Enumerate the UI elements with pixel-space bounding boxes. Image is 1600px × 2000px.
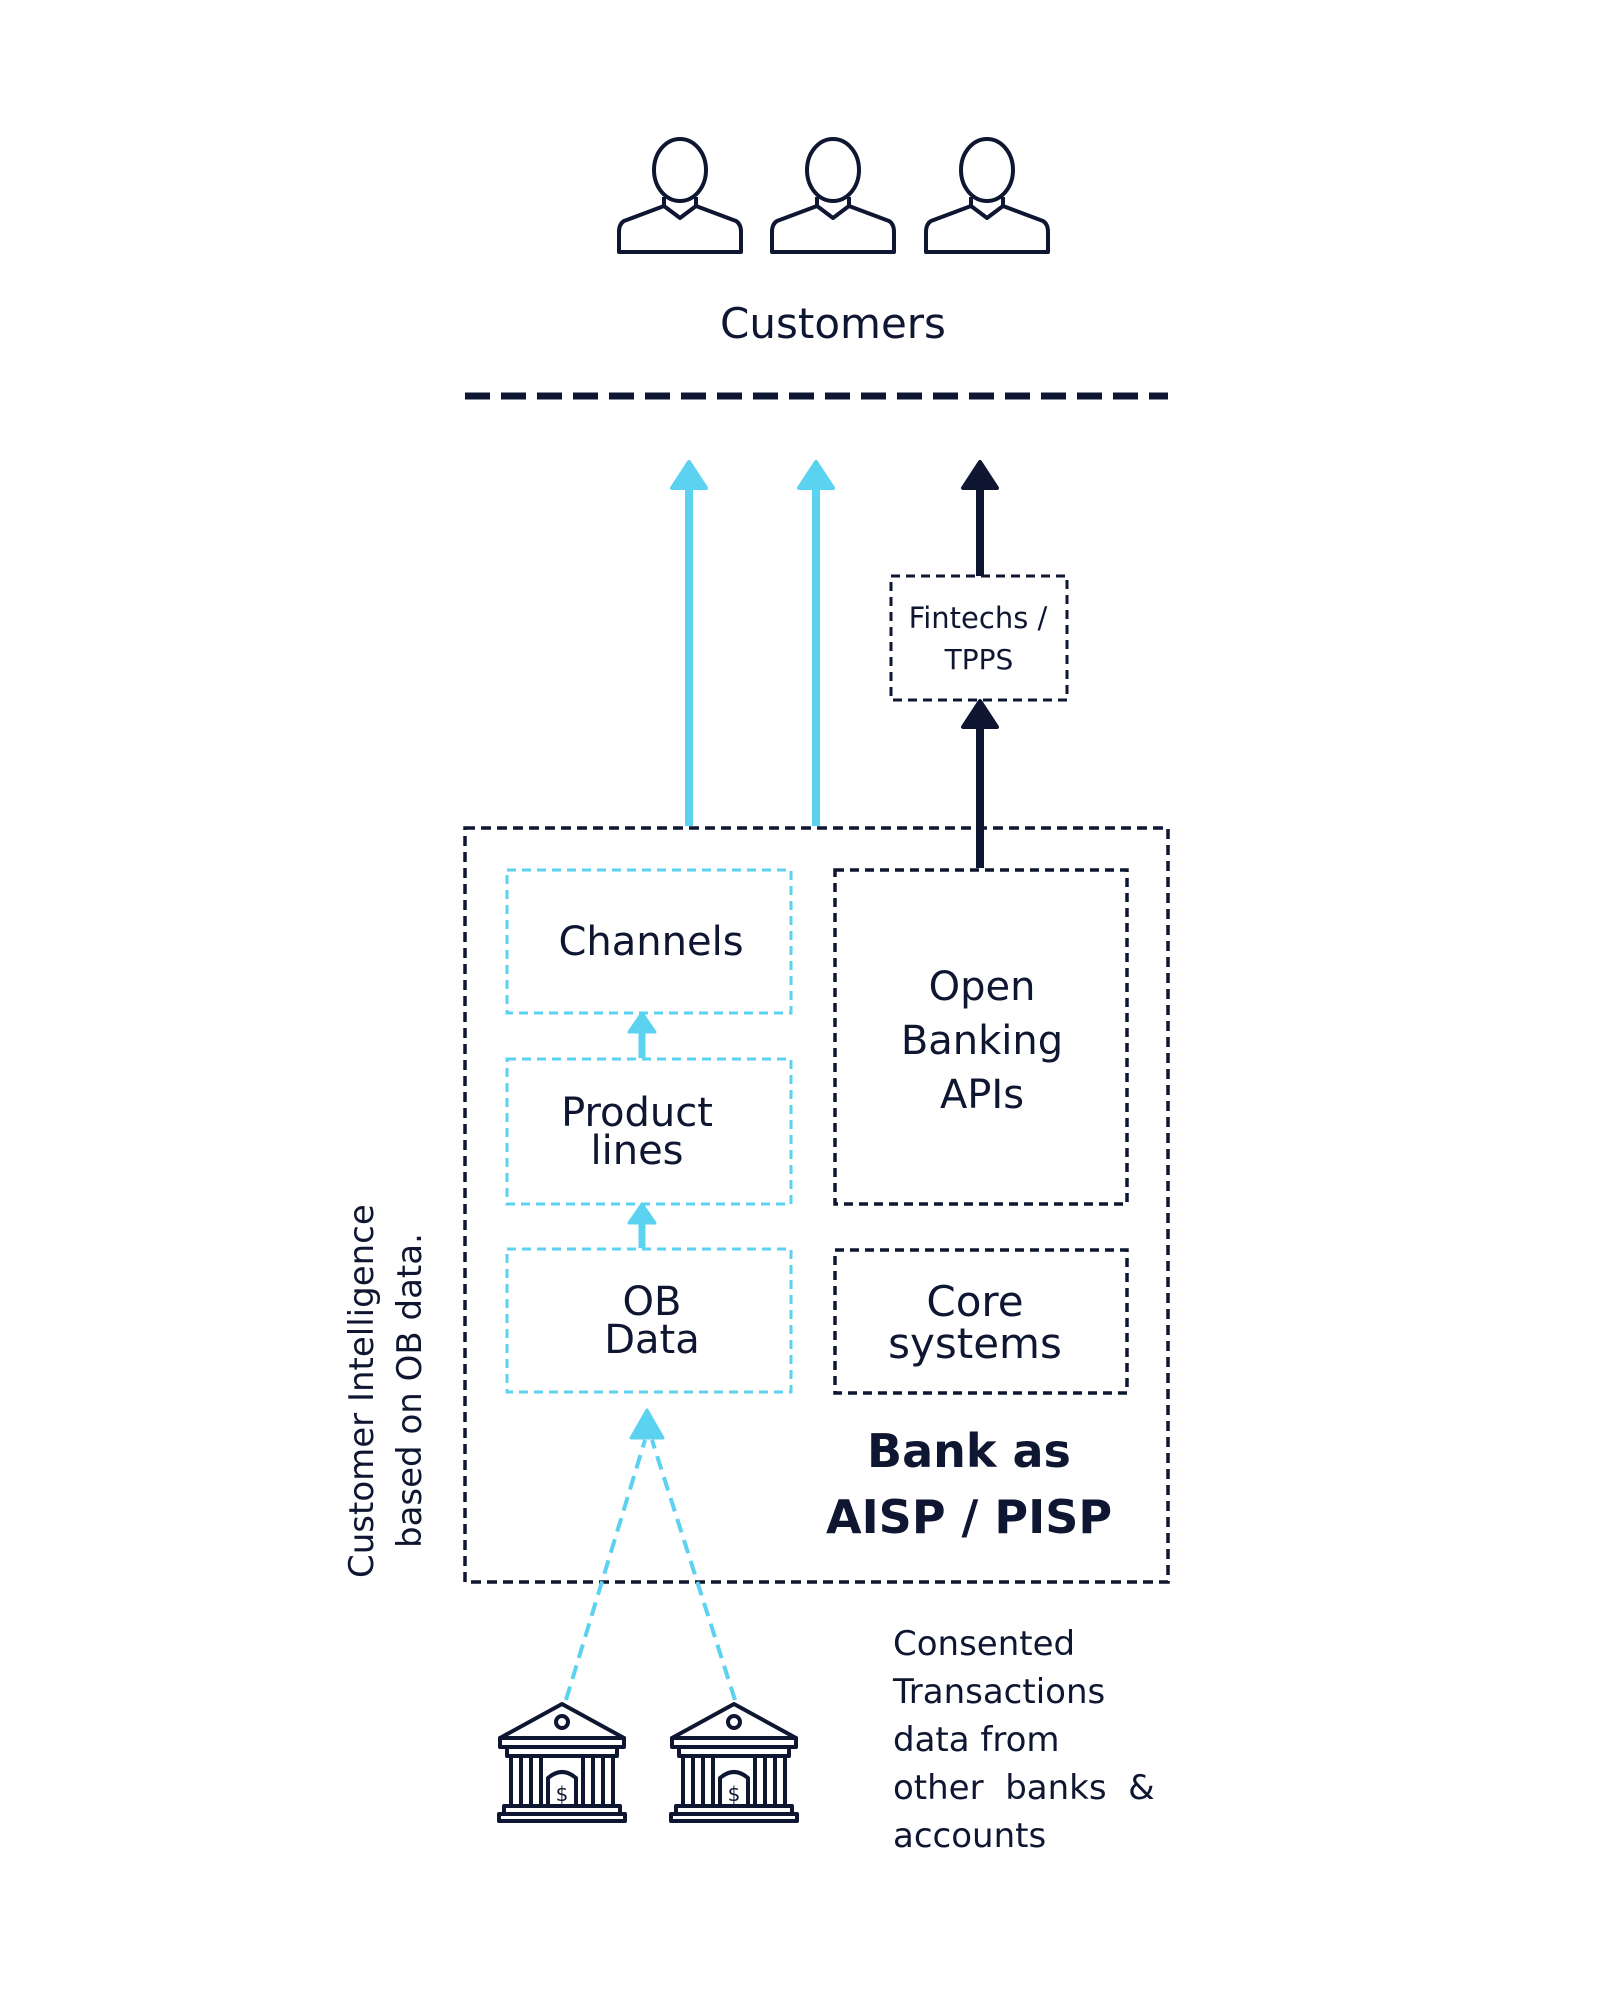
person-icon [617,137,743,254]
consented-line5: accounts [893,1816,1046,1856]
ob-data-label-line2: Data [604,1317,700,1363]
svg-text:$: $ [728,1782,741,1806]
product-lines-box [505,1057,793,1206]
fintechs-box [889,574,1069,702]
svg-text:$: $ [556,1782,569,1806]
ob-data-box [505,1247,793,1394]
bank-label-line1: Bank as [867,1424,1071,1478]
product-lines-label-line1: Product [561,1090,713,1136]
consented-line2: Transactions [892,1672,1105,1712]
cyan-arrow-product-to-channels [627,1011,657,1058]
consented-line4: other banks & [893,1768,1155,1808]
channels-label: Channels [558,919,743,965]
cyan-arrow-ob-to-product [627,1202,657,1248]
bank-icon: $ [497,1702,627,1823]
customers-group [617,137,1050,254]
consented-line3: data from [893,1720,1060,1760]
open-banking-label-line1: Open [929,964,1036,1010]
fintechs-label-line2: TPPS [944,643,1014,676]
navy-arrow-bottom [961,699,999,868]
person-icon [770,137,896,254]
core-systems-label-line2: systems [888,1319,1062,1368]
core-systems-label-line1: Core [926,1277,1023,1326]
bank-icon: $ [669,1702,799,1823]
product-lines-label-line2: lines [590,1128,683,1174]
side-label-line2: based on OB data. [390,1233,430,1548]
cyan-dashed-arrow-banks [564,1408,737,1701]
person-icon [924,137,1050,254]
cyan-arrow-left [670,460,708,826]
core-systems-box [833,1248,1129,1395]
fintechs-label-line1: Fintechs / [909,601,1048,635]
bank-container [463,826,1170,1584]
channels-box [505,868,793,1015]
open-banking-apis-box [833,868,1129,1206]
bank-label-line2: AISP / PISP [826,1490,1112,1544]
side-label-line1: Customer Intelligence [342,1204,382,1578]
open-banking-label-line2: Banking [901,1018,1063,1064]
ob-data-label-line1: OB [623,1279,682,1325]
navy-arrow-top [961,460,999,576]
open-banking-label-line3: APIs [940,1072,1024,1118]
customers-label: Customers [720,299,946,348]
consented-line1: Consented [893,1624,1075,1664]
cyan-arrow-right [797,460,835,826]
